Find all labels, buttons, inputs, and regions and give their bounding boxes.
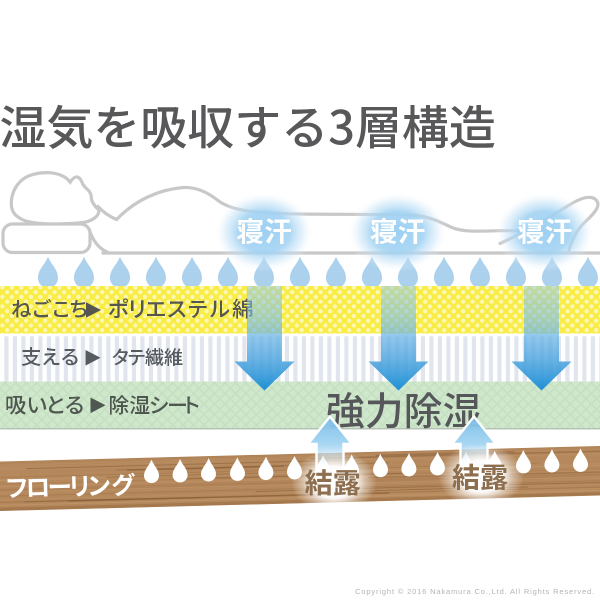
night-sweat-glow: [347, 192, 448, 272]
sweat-text-path: [517, 218, 572, 244]
wood-grain-line: [167, 487, 600, 501]
layer-3-label: [6, 395, 199, 415]
arrow-right-icon: [90, 397, 106, 414]
person-arm-line: [87, 227, 109, 254]
condensation-glow: [291, 450, 377, 514]
layer-3-dehumidifying-sheet: [0, 381, 600, 429]
condensation-text-path: [452, 463, 508, 490]
wood-grain-line: [0, 449, 600, 466]
down-arrow-icon: [234, 286, 295, 391]
layer-2-label: [21, 347, 183, 366]
arrow-right-icon: [85, 350, 101, 366]
layer-1-material-path: [109, 298, 253, 319]
condensation-text-path: [305, 469, 361, 496]
condensation-label-path: [452, 463, 508, 490]
down-arrow-icon: [511, 286, 572, 391]
sweat-text-path: [237, 218, 291, 244]
night-sweat-text-path: [237, 218, 291, 244]
condensation-label-path: [305, 469, 361, 496]
layer-3-material-path: [110, 395, 199, 415]
layer-1-label: [12, 298, 253, 319]
page-title-path: [1, 104, 495, 149]
night-sweat-text-path: [517, 218, 572, 244]
layer-2-material-path: [112, 348, 183, 366]
sweat-text-path: [370, 218, 425, 244]
wood-grain-line: [0, 451, 600, 468]
down-arrow-icon: [368, 286, 429, 391]
condensation-badges: [291, 444, 524, 514]
dehumidify-strong-label-path: [327, 392, 480, 429]
layer-2-feature-path: [21, 347, 78, 366]
wood-grain-line: [0, 455, 294, 464]
moisture-droplets-row: [38, 256, 598, 288]
layer-2-vertical-fiber: [0, 336, 600, 382]
arrow-right-icon: [86, 302, 101, 318]
night-sweat-glow: [494, 192, 595, 272]
copyright-text: Copyright © 2016 Nakamura Co.,Ltd. All R…: [355, 587, 595, 596]
wood-grain-line: [0, 453, 600, 470]
person-head: [9, 171, 101, 226]
condensation-glow: [438, 444, 524, 508]
down-arrows-absorption: [234, 286, 572, 391]
pillow: [1, 222, 92, 255]
night-sweat-text-path: [370, 218, 425, 244]
layer-1-feature-path: [12, 299, 87, 318]
layer-3-feature-path: [6, 395, 83, 415]
flooring-label-path: [7, 472, 135, 498]
flooring-label-path-group: [7, 472, 135, 498]
wood-grain-line: [367, 466, 600, 479]
night-sweat-glow: [214, 192, 314, 272]
night-sweat-badges: [214, 192, 595, 272]
